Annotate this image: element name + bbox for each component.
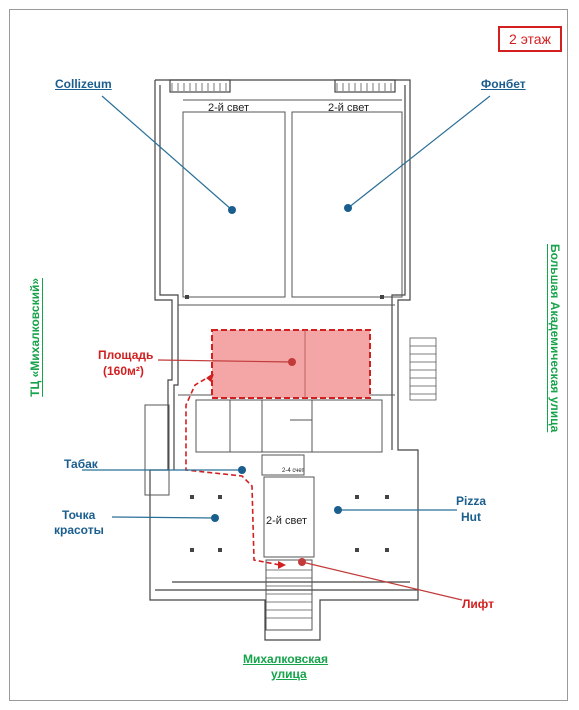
route-arrow-top [206,374,214,382]
leader-dots [211,204,352,522]
label-street-bottom-line1: Михалковская [243,652,328,666]
right-staircase [409,337,437,401]
page-frame [9,9,568,701]
building-outline [149,79,419,641]
top-hatch [171,83,392,91]
label-street-bottom-line2: улица [271,667,307,681]
label-area-line1: Площадь [98,348,154,362]
label-fonbet: Фонбет [481,77,526,91]
label-area-line2: (160м²) [103,364,144,378]
label-lift: Лифт [462,597,495,611]
central-atrium [263,476,315,631]
stair-label: 2-4 счет [282,468,305,474]
label-mall-left: ТЦ «Михалковский» [28,278,42,397]
red-leader-lines [157,359,463,601]
leader-lines [82,95,491,519]
second-light-left: 2-й свет [208,102,249,114]
label-street-right: Большая Академическая улица [548,244,562,433]
floor-badge: 2 этаж [498,26,562,52]
label-tabak: Табак [64,457,98,471]
label-pizza-line2: Hut [461,510,481,524]
label-collizeum: Collizeum [55,77,112,91]
route-arrow-bottom [278,561,286,569]
label-tochka-line2: красоты [54,523,104,537]
second-light-center: 2-й свет [266,515,307,527]
red-leader-dots [288,358,306,566]
columns [185,295,389,552]
left-annex [144,404,170,496]
label-pizza-line1: Pizza [456,494,487,508]
second-light-right: 2-й свет [328,102,369,114]
label-tochka-line1: Точка [62,508,96,522]
bottom-stairs [266,569,312,619]
service-rooms [195,399,383,476]
